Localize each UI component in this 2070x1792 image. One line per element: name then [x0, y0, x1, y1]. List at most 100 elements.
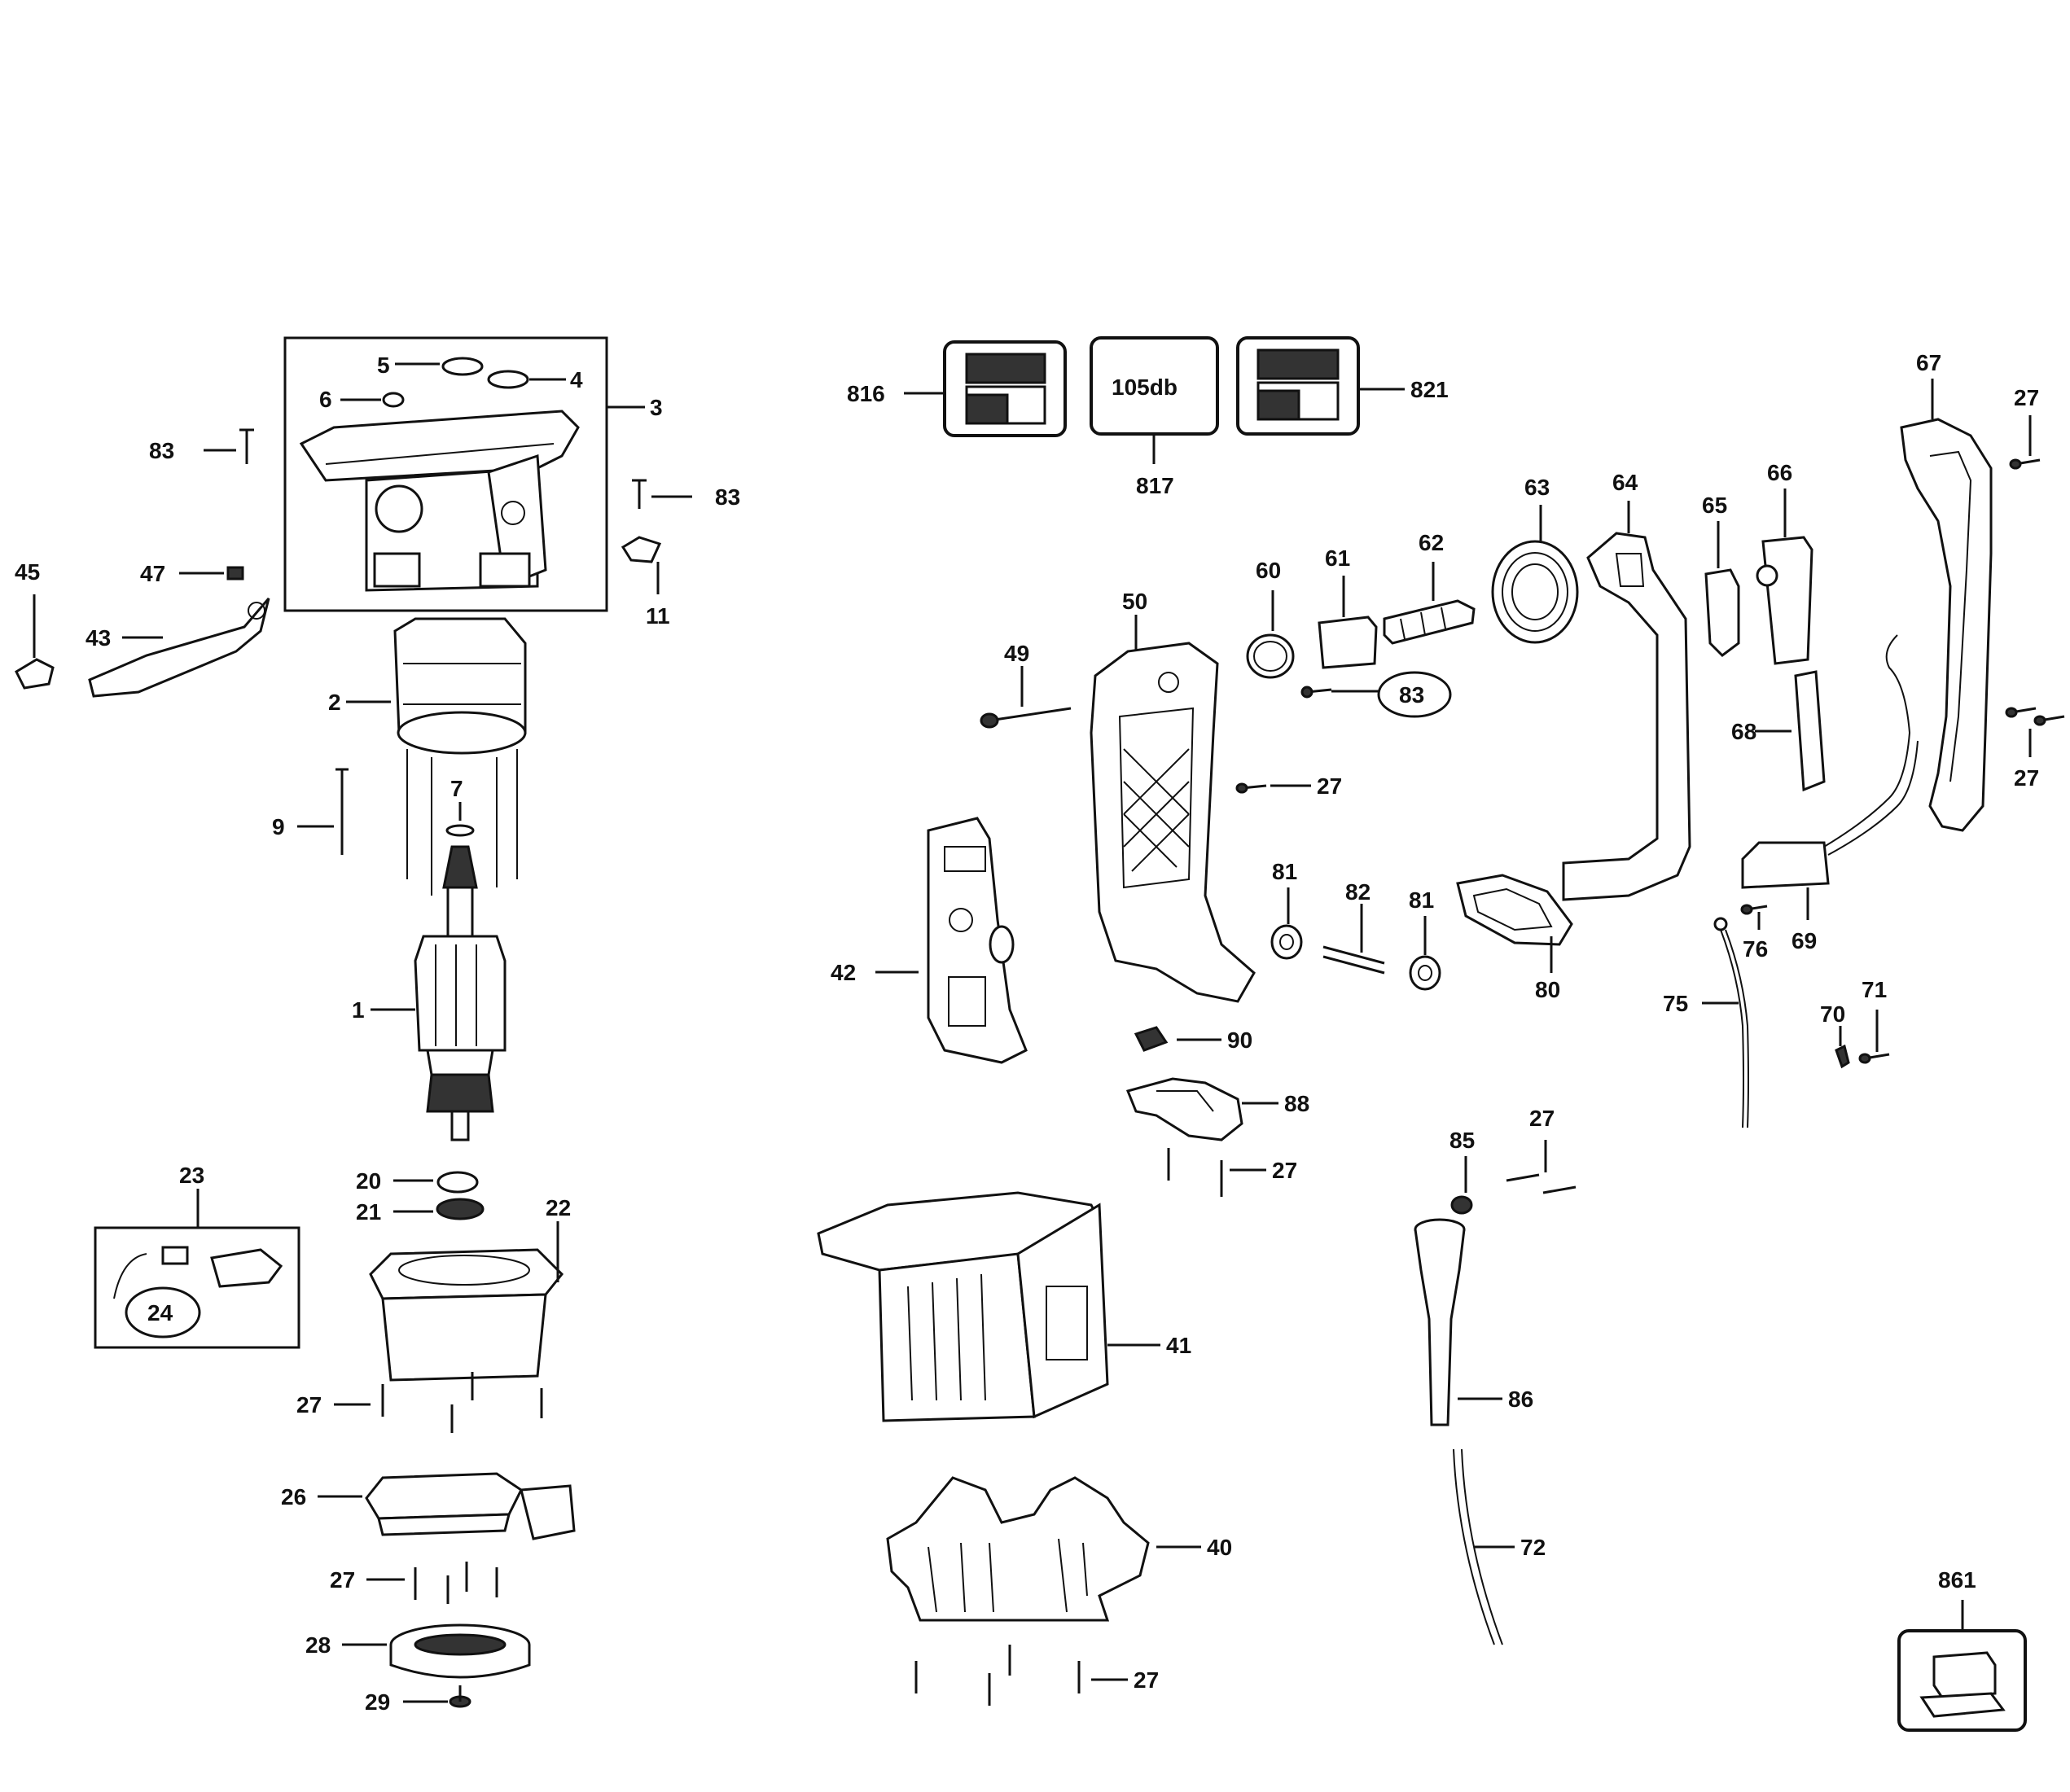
- part-81-bushing-left: [1270, 887, 1303, 960]
- part-67-handle-half: [1900, 379, 1993, 832]
- callout-26: 26: [281, 1484, 306, 1509]
- part-23-brush-kit: [94, 1189, 300, 1349]
- part-4-bearing: [487, 370, 566, 389]
- part-75-wire: [1702, 917, 1749, 1128]
- part-82-pin: [1322, 904, 1385, 975]
- part-50-housing-half: [1090, 615, 1256, 1003]
- noise-rating-text: 105db: [1112, 375, 1178, 400]
- callout-7: 7: [450, 776, 463, 801]
- callout-47: 47: [140, 561, 165, 586]
- callout-81-left: 81: [1272, 859, 1297, 884]
- callout-29: 29: [365, 1689, 390, 1715]
- callout-61: 61: [1325, 545, 1350, 571]
- callout-50: 50: [1122, 589, 1147, 614]
- part-86-cord-protector: [1414, 1218, 1502, 1426]
- callout-63: 63: [1524, 475, 1550, 500]
- callout-5: 5: [377, 353, 390, 378]
- callout-65: 65: [1702, 493, 1727, 518]
- part-83-screw-left: [204, 428, 254, 464]
- callout-90: 90: [1227, 1027, 1252, 1053]
- part-83-screw-center: [1300, 671, 1452, 718]
- part-11-clip: [621, 536, 662, 594]
- callout-45: 45: [15, 559, 40, 585]
- callout-83-center: 83: [1399, 682, 1424, 708]
- callout-86: 86: [1508, 1387, 1533, 1412]
- callout-69: 69: [1792, 928, 1817, 953]
- part-26-baffle: [318, 1472, 576, 1540]
- callout-3: 3: [650, 395, 663, 420]
- callout-41: 41: [1166, 1333, 1191, 1358]
- callout-21: 21: [356, 1199, 381, 1225]
- callout-27-f: 27: [1529, 1106, 1555, 1131]
- part-81-bushing-right: [1409, 916, 1441, 991]
- part-66-switch: [1756, 489, 1813, 665]
- part-71-screw: [1858, 1010, 1890, 1064]
- callout-88: 88: [1284, 1091, 1309, 1116]
- callout-64: 64: [1612, 470, 1638, 495]
- part-2-field: [346, 617, 527, 896]
- callout-23: 23: [179, 1163, 204, 1188]
- part-80-cover: [1456, 874, 1573, 973]
- part-42-switch-module: [875, 817, 1028, 1064]
- part-85-nut: [1450, 1156, 1473, 1215]
- part-88-cap: [1125, 1077, 1278, 1141]
- callout-75: 75: [1663, 991, 1688, 1016]
- part-40-lower-housing: [886, 1476, 1201, 1622]
- part-3-gear-housing: [283, 336, 645, 612]
- part-41-motor-housing: [817, 1191, 1160, 1422]
- part-45-knob: [15, 594, 55, 690]
- callout-821: 821: [1410, 377, 1449, 402]
- callout-27-d: 27: [1272, 1158, 1297, 1183]
- callout-83-left: 83: [149, 438, 174, 463]
- callout-60: 60: [1256, 558, 1281, 583]
- callout-27-c: 27: [1317, 773, 1342, 799]
- part-27-screws-85: [1506, 1140, 1577, 1194]
- part-5-bearing: [395, 357, 484, 376]
- part-83-screw-right: [632, 479, 692, 509]
- part-72-cord: [1453, 1448, 1515, 1645]
- part-63-boot: [1491, 505, 1579, 644]
- callout-85: 85: [1449, 1128, 1475, 1153]
- callout-28: 28: [305, 1632, 331, 1658]
- part-60-spring: [1246, 590, 1295, 679]
- callout-66: 66: [1767, 460, 1792, 485]
- part-27-screw-handle-top: [2009, 415, 2041, 470]
- callout-40: 40: [1207, 1535, 1232, 1560]
- part-27-screws-lower: [366, 1562, 498, 1604]
- part-90-clip: [1134, 1026, 1221, 1052]
- part-61-bushing: [1318, 576, 1378, 669]
- callout-24: 24: [147, 1300, 173, 1325]
- part-861-kit-box: [1897, 1600, 2027, 1732]
- callout-83-right: 83: [715, 484, 740, 510]
- part-27-screws-upper: [334, 1372, 543, 1433]
- part-64-handle: [1562, 501, 1691, 901]
- part-28-fan: [342, 1623, 531, 1679]
- part-22-housing: [369, 1221, 564, 1382]
- callout-82: 82: [1345, 879, 1370, 905]
- part-43-lever: [88, 598, 270, 698]
- part-68-speed-control: [1755, 670, 1826, 792]
- callout-2: 2: [328, 690, 341, 715]
- part-6-bushing: [340, 392, 405, 408]
- callout-70: 70: [1820, 1001, 1845, 1027]
- part-62-grip: [1383, 562, 1476, 645]
- callout-1: 1: [352, 997, 365, 1023]
- callout-72: 72: [1520, 1535, 1546, 1560]
- callout-67: 67: [1916, 350, 1941, 375]
- callout-817: 817: [1136, 473, 1174, 498]
- callout-6: 6: [319, 387, 332, 412]
- part-27-screws-bottom: [914, 1645, 1128, 1706]
- callout-4: 4: [570, 367, 583, 392]
- callout-27-b: 27: [330, 1567, 355, 1593]
- callout-80: 80: [1535, 977, 1560, 1002]
- callout-27-h: 27: [2014, 765, 2039, 791]
- part-20-bearing: [393, 1171, 479, 1194]
- part-70-clip: [1835, 1026, 1850, 1069]
- part-65-trigger: [1704, 521, 1740, 657]
- part-47-screw: [179, 566, 244, 581]
- callout-42: 42: [831, 960, 856, 985]
- callout-861: 861: [1938, 1567, 1976, 1593]
- part-27-screws-handle-bottom: [2005, 707, 2065, 757]
- callout-81-right: 81: [1409, 887, 1434, 913]
